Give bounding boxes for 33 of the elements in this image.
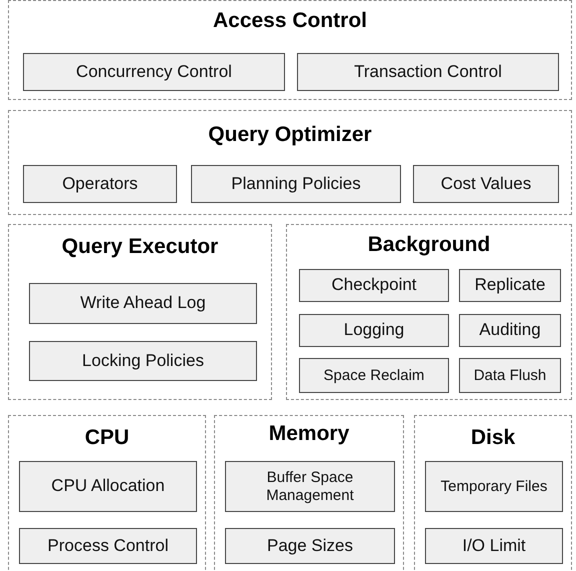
component-label: Locking Policies [29,341,257,381]
component-label: Logging [299,314,449,347]
group-title: Memory [268,422,350,446]
group-panel [8,224,272,400]
group-panel [8,0,572,100]
component-label: Transaction Control [297,53,559,91]
group-title: Background [368,233,490,257]
group-title: Query Executor [62,235,218,259]
component-label: Page Sizes [225,528,395,564]
component-label: Checkpoint [299,269,449,302]
group-panel [286,224,572,400]
component-label: Concurrency Control [23,53,285,91]
group-title: Access Control [212,9,368,33]
component-label: Planning Policies [191,165,401,203]
component-label: Process Control [19,528,197,564]
component-label: Write Ahead Log [29,283,257,324]
component-label: Temporary Files [425,461,563,512]
component-label: Auditing [459,314,561,347]
component-label: I/O Limit [425,528,563,564]
component-label: Buffer Space Management [225,461,395,512]
group-panel [214,415,404,571]
group-title: Disk [470,426,516,450]
component-label: Replicate [459,269,561,302]
component-label: Data Flush [459,358,561,393]
component-label: CPU Allocation [19,461,197,512]
group-panel [414,415,572,571]
group-panel [8,415,206,571]
group-title: Query Optimizer [208,123,372,147]
component-label: Cost Values [413,165,559,203]
component-label: Space Reclaim [299,358,449,393]
group-title: CPU [84,426,130,450]
component-label: Operators [23,165,177,203]
group-panel [8,110,572,215]
